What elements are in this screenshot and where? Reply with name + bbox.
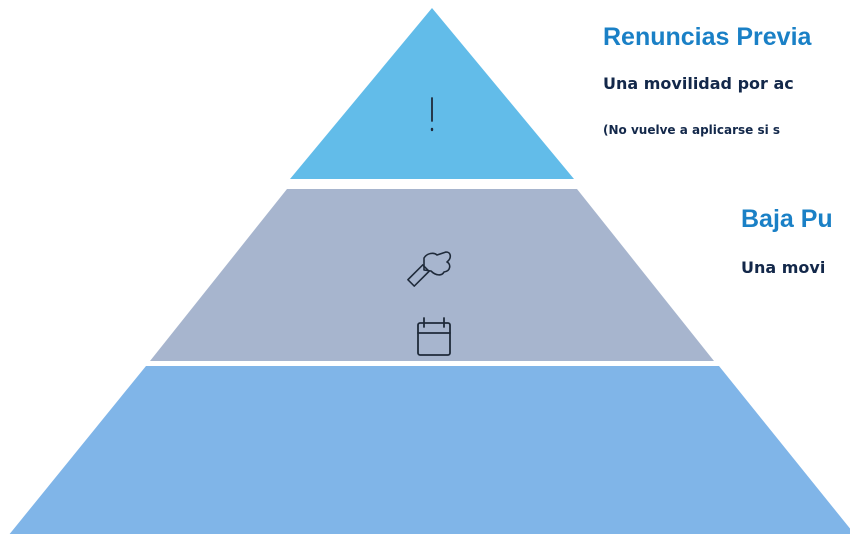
tier-top-title: Renuncias Previa [603,23,812,51]
tier-middle-subtitle: Una movi [741,258,826,277]
tier-top-subtitle: Una movilidad por ac [603,74,794,93]
tier-top-note: (No vuelve a aplicarse si s [603,123,781,137]
tier-top-shape [290,8,574,179]
thumbs-down-icon [407,251,452,287]
tier-middle-shape [150,189,714,361]
tier-bottom-shape [9,366,850,534]
tier-middle-title: Baja Pu [741,205,833,233]
calendar-icon [417,317,451,356]
